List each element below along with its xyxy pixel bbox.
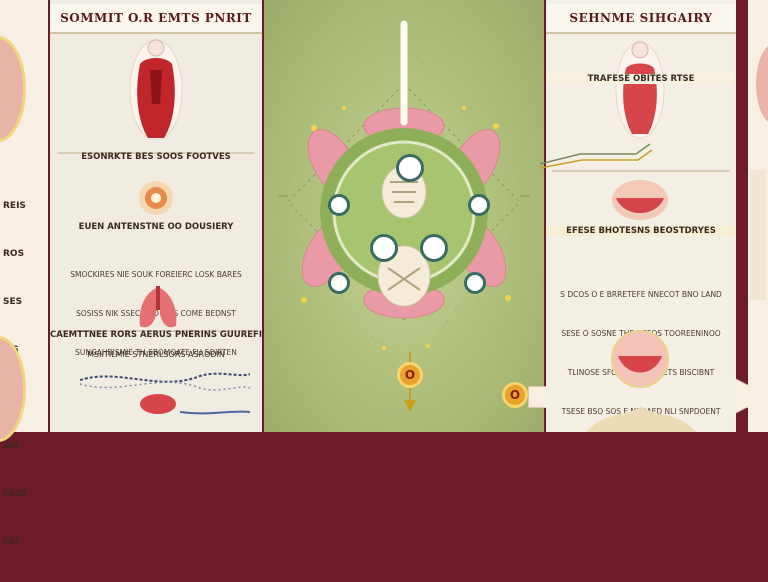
left-panel: SOMMIT O.R EMTS PNRIT ESONRKTE BES SOOS … xyxy=(50,0,268,432)
edge-line: REIS xyxy=(3,201,26,211)
organ-cross-section-icon xyxy=(611,330,669,388)
body-line: S DCOS O E BRRETEFE NNECOT BNO LAND xyxy=(560,290,722,299)
edge-line: SES xyxy=(3,297,23,307)
edge-line: IIIS xyxy=(3,441,20,451)
separator xyxy=(552,170,730,172)
lung-illustration xyxy=(139,286,177,328)
edge-decoration xyxy=(750,46,768,300)
caption-3: MSIITILMIE STNERLSORS ASRODIN xyxy=(87,350,225,359)
node-upper-left xyxy=(328,194,350,216)
node-upper-right xyxy=(468,194,490,216)
glowing-organ-icon xyxy=(139,181,173,215)
connector-lines xyxy=(540,143,653,169)
edge-line: ROS xyxy=(3,249,25,259)
subheading: EFESE BHOTESNS BEOSTDRYES xyxy=(546,226,736,236)
center-diagram: O xyxy=(264,0,544,432)
caption-1: TRAFESE OBITES RTSE xyxy=(546,74,736,84)
edge-oval-top xyxy=(0,36,26,142)
separator xyxy=(58,330,254,332)
right-panel-title: SEHNME SIHGAIRY xyxy=(546,4,736,34)
dna-strand-illustration xyxy=(80,372,250,415)
caption-2: CAEMTTNEE RORS AERUS PNERINS GUUREFIT xyxy=(50,330,268,340)
step-badge-2: O xyxy=(502,382,528,408)
body-line: SUNGAHBISMIE TH SBOMOATE FU SOIRTEN xyxy=(75,348,237,357)
left-edge-strip: REIS ROS SES E S ES IIIS ESSS ESI xyxy=(0,0,48,547)
edge-line: ESSS xyxy=(3,489,28,499)
step-badge: O xyxy=(397,362,423,388)
body-text: SMOCKIRES NIE SOUK FOREIERC LOSK BARES S… xyxy=(50,242,262,385)
left-panel-title: SOMMIT O.R EMTS PNRIT xyxy=(50,4,262,34)
edge-line: ESI xyxy=(3,537,19,547)
node-center-right xyxy=(420,234,448,262)
node-center-left xyxy=(370,234,398,262)
node-top xyxy=(396,154,424,182)
right-edge-strip xyxy=(748,0,768,432)
subheading: EUEN ANTENSTNE OO DOUSIERY xyxy=(78,222,234,232)
node-lower-right xyxy=(464,272,486,294)
right-panel: SEHNME SIHGAIRY TRAFESE OBITES RTSE EFES… xyxy=(540,0,736,432)
torso-organ-illustration xyxy=(129,39,183,141)
node-lower-left xyxy=(328,272,350,294)
stomach-organ-icon xyxy=(612,180,668,220)
tissue-illustration xyxy=(586,406,696,432)
body-line: SMOCKIRES NIE SOUK FOREIERC LOSK BARES xyxy=(70,270,242,279)
separator xyxy=(58,152,254,154)
torso-organ-illustration xyxy=(615,41,665,139)
caption-1: ESONRKTE BES SOOS FOOTVES xyxy=(81,152,231,162)
